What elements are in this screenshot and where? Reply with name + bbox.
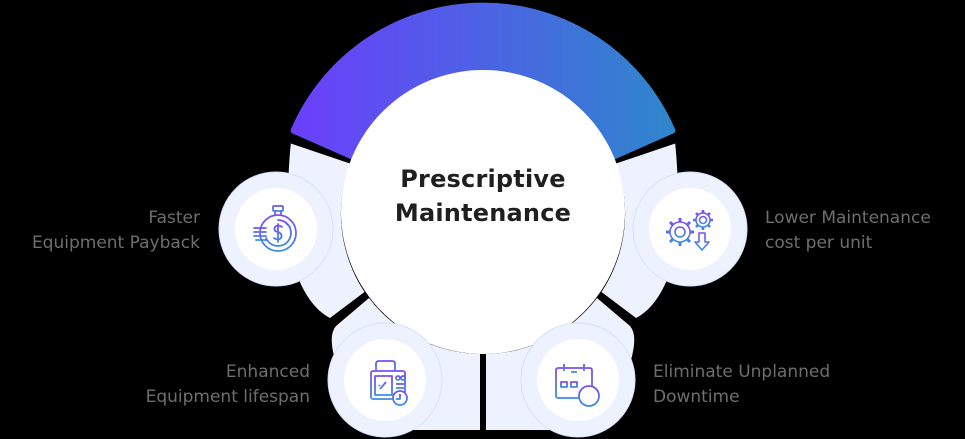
diagram-title: Prescriptive Maintenance [343, 162, 623, 230]
calendar-minus-icon [555, 364, 600, 407]
label-line-1: Enhanced [225, 362, 310, 382]
label-line-2: Downtime [653, 387, 740, 407]
equipment-clock-icon [370, 360, 408, 406]
gears-dollar-down-arrow-icon [666, 210, 713, 251]
icon-circle-faster-payback [218, 171, 334, 287]
label-enhanced-lifespan: Enhanced Equipment lifespan [100, 360, 310, 410]
label-line-2: Equipment lifespan [145, 387, 310, 407]
label-line-1: Lower Maintenance [765, 208, 931, 228]
icon-circle-eliminate-downtime [520, 322, 636, 438]
label-lower-cost: Lower Maintenance cost per unit [765, 206, 965, 256]
stopwatch-dollar-icon [253, 205, 297, 252]
label-faster-payback: Faster Equipment Payback [0, 206, 200, 256]
label-line-1: Faster [148, 208, 200, 228]
label-line-2: Equipment Payback [31, 233, 200, 253]
title-line-2: Maintenance [394, 199, 572, 227]
label-eliminate-downtime: Eliminate Unplanned Downtime [653, 360, 883, 410]
title-line-1: Prescriptive [400, 165, 566, 193]
icon-circle-enhanced-lifespan [327, 322, 443, 438]
label-line-1: Eliminate Unplanned [653, 362, 831, 382]
label-line-2: cost per unit [765, 233, 873, 253]
center-circle [341, 70, 625, 354]
